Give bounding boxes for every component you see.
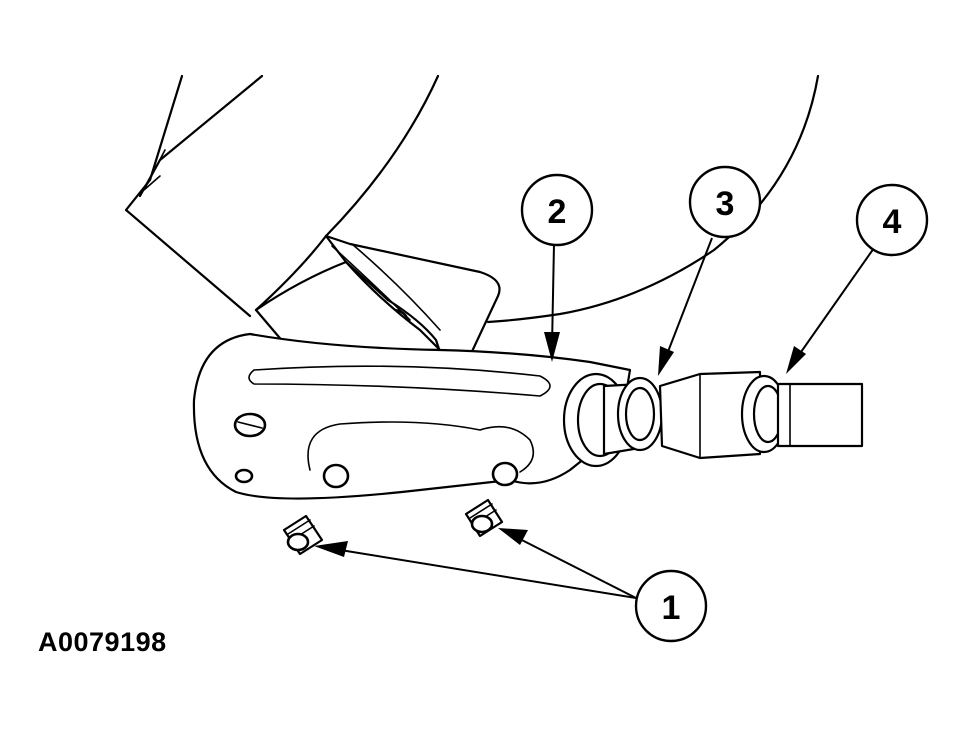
leader-2 xyxy=(551,243,555,347)
callout-1: 1 xyxy=(634,569,708,643)
arrow-4 xyxy=(786,346,806,374)
housing-pin xyxy=(234,468,254,484)
leader-3 xyxy=(663,237,713,363)
leader-1a xyxy=(327,547,637,599)
housing-setscrew-hole-left xyxy=(322,463,350,489)
housing-setscrew-hole-right xyxy=(491,461,519,487)
callout-3-label: 3 xyxy=(716,185,735,223)
callout-3: 3 xyxy=(688,165,762,239)
arrow-1b xyxy=(498,528,528,545)
callout-4-label: 4 xyxy=(883,203,902,241)
arrow-3 xyxy=(658,346,674,376)
leader-1b xyxy=(509,533,637,599)
lever-shaft xyxy=(562,370,864,468)
callout-1-label: 1 xyxy=(662,589,681,627)
callout-leaders xyxy=(314,237,875,599)
column-shroud xyxy=(124,74,820,324)
arrow-1a xyxy=(314,541,348,557)
callout-4: 4 xyxy=(855,183,929,257)
set-screw-left xyxy=(282,514,324,556)
callout-2-label: 2 xyxy=(548,193,567,231)
lever-housing xyxy=(192,332,632,500)
callout-2: 2 xyxy=(520,173,594,247)
arrow-2 xyxy=(544,332,560,362)
figure-id: A0079198 xyxy=(38,627,167,657)
lock-bracket xyxy=(254,234,501,366)
leader-4 xyxy=(793,247,875,363)
set-screw-right xyxy=(464,498,504,538)
